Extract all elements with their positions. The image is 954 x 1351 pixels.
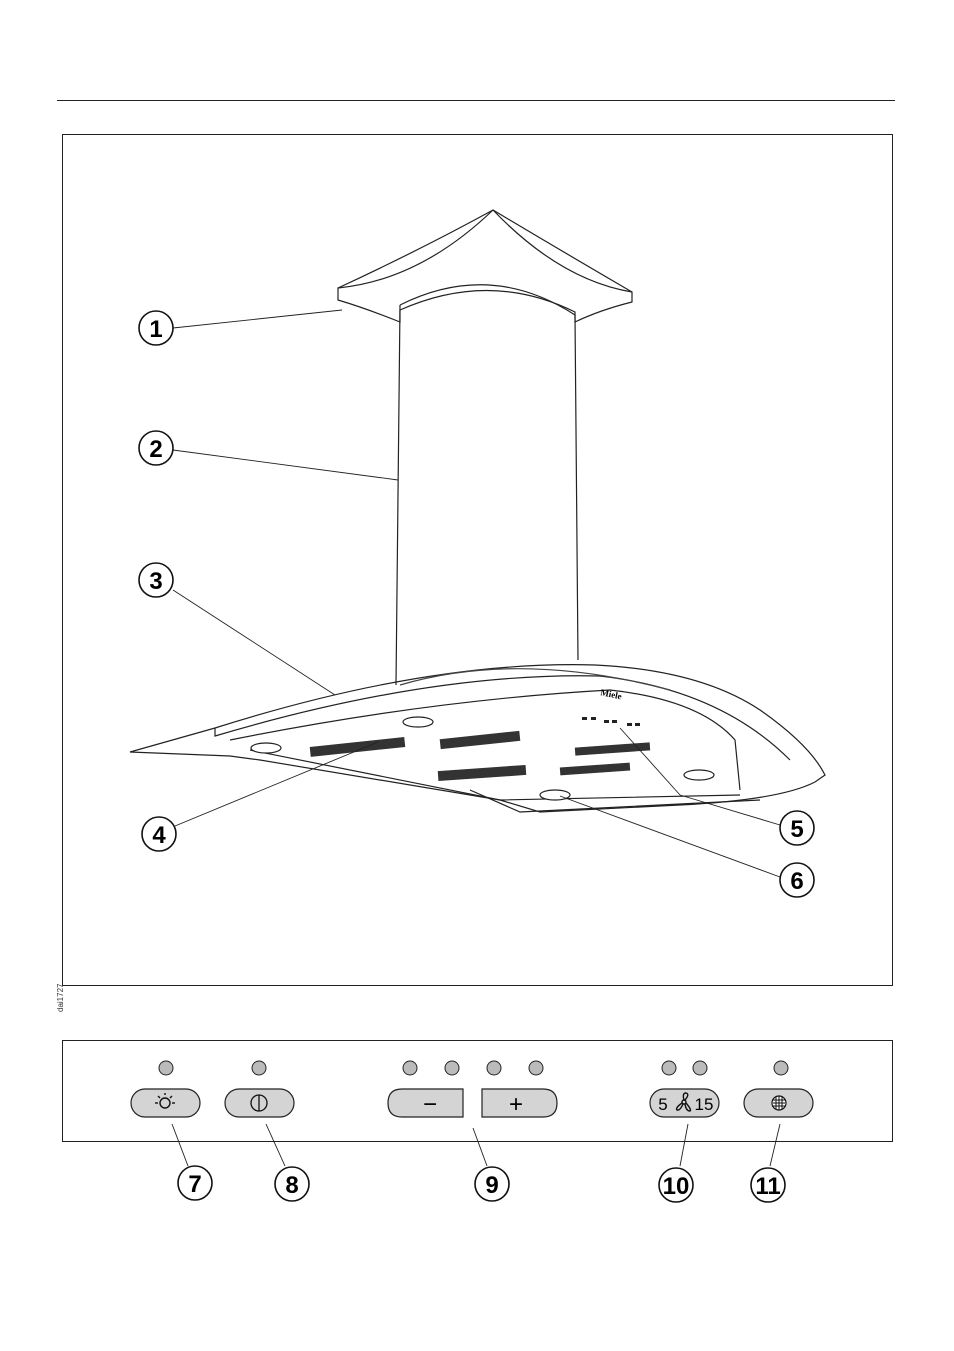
svg-text:11: 11 — [755, 1173, 780, 1200]
svg-text:5: 5 — [790, 816, 803, 843]
svg-text:8: 8 — [285, 1172, 298, 1199]
halogen-lamps — [251, 717, 714, 800]
brand-badge: Miele — [600, 687, 623, 701]
svg-text:2: 2 — [149, 436, 162, 463]
callout-11: 11 — [751, 1168, 785, 1202]
svg-text:3: 3 — [149, 568, 162, 595]
callout-4: 4 — [142, 817, 176, 851]
callouts-figure: 1 2 3 4 5 6 — [139, 311, 814, 897]
ceiling-canopy — [338, 210, 632, 322]
svg-text:9: 9 — [485, 1172, 498, 1199]
callout-10: 10 — [659, 1168, 693, 1202]
chimney — [396, 305, 578, 685]
callout-7: 7 — [178, 1166, 212, 1200]
callouts-panel: 7 8 9 10 11 — [178, 1166, 785, 1202]
hood-control-buttons — [582, 717, 640, 726]
svg-text:6: 6 — [790, 868, 803, 895]
callout-6: 6 — [780, 863, 814, 897]
svg-text:10: 10 — [663, 1173, 690, 1200]
callout-5: 5 — [780, 811, 814, 845]
callout-8: 8 — [275, 1167, 309, 1201]
figure-code: dai1727 — [56, 984, 65, 1012]
svg-text:7: 7 — [188, 1171, 201, 1198]
svg-text:4: 4 — [152, 822, 166, 849]
control-panel-frame — [62, 1040, 893, 1142]
callout-1: 1 — [139, 311, 173, 345]
callout-9: 9 — [475, 1167, 509, 1201]
grease-filter-grilles — [310, 731, 650, 781]
svg-text:1: 1 — [149, 316, 162, 343]
callout-2: 2 — [139, 431, 173, 465]
callout-3: 3 — [139, 563, 173, 597]
